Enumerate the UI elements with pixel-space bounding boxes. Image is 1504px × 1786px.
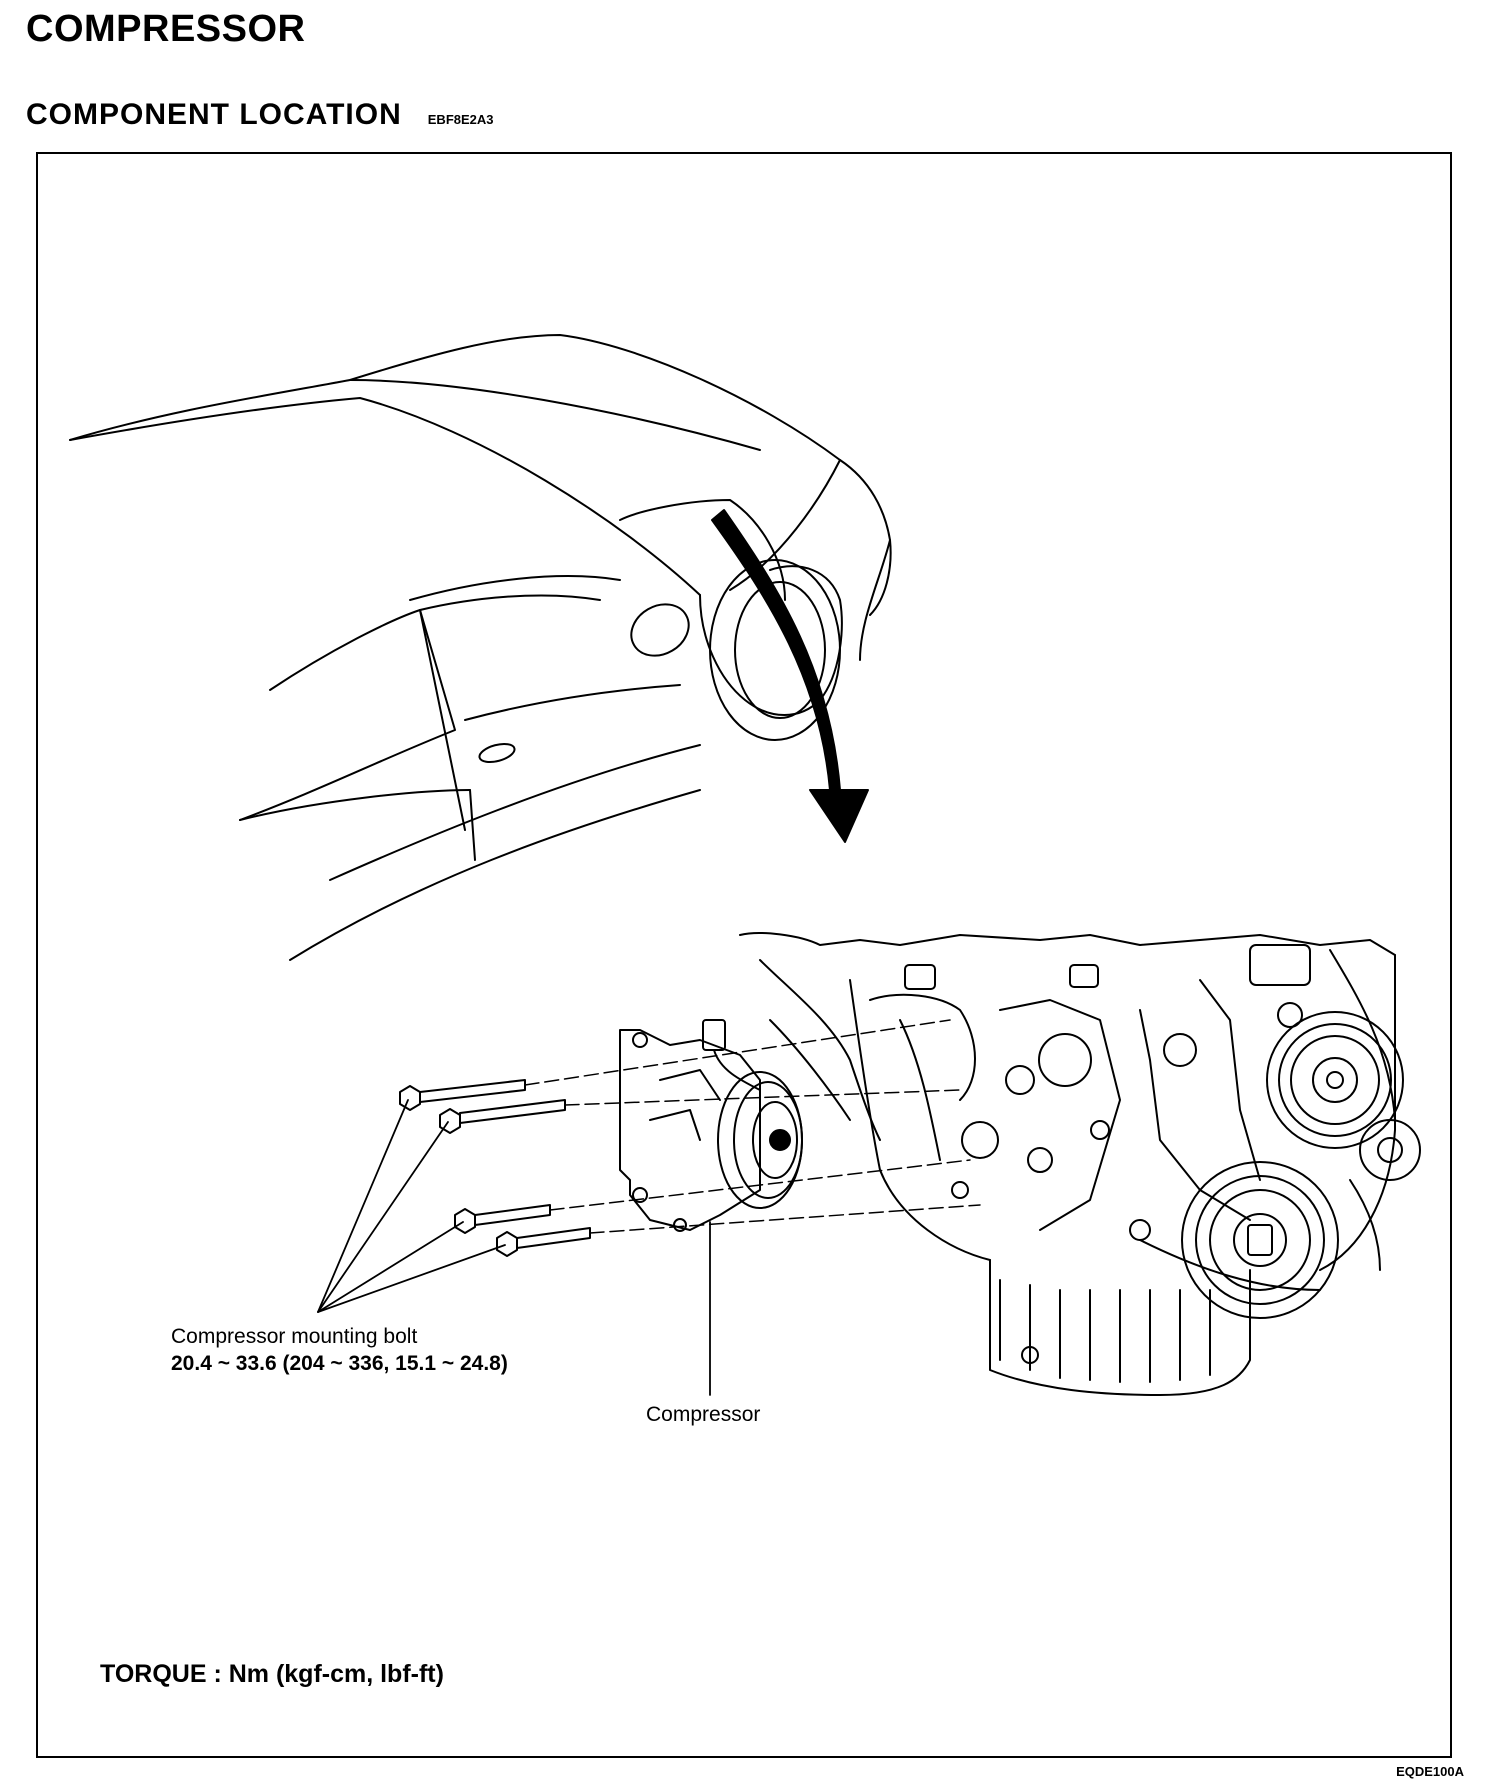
figure-frame (36, 152, 1452, 1758)
page-title: COMPRESSOR (26, 8, 306, 50)
bolt-label: Compressor mounting bolt (171, 1325, 418, 1348)
bolt-icon (454, 1204, 551, 1234)
compressor-label: Compressor (646, 1403, 761, 1426)
bolt-icon (399, 1079, 526, 1111)
document-code: EBF8E2A3 (427, 112, 494, 127)
section-header: COMPONENT LOCATION EBF8E2A3 (26, 98, 494, 132)
bolt-torque-spec: 20.4 ~ 33.6 (204 ~ 336, 15.1 ~ 24.8) (171, 1352, 508, 1375)
car-illustration (69, 334, 892, 961)
engine-illustration (739, 932, 1421, 1396)
alignment-lines (524, 1019, 981, 1234)
compressor-illustration (619, 1019, 803, 1232)
leader-lines (317, 1099, 711, 1396)
bolt-icon (439, 1099, 566, 1134)
mounting-bolts (399, 1079, 591, 1257)
bolt-icon (496, 1227, 591, 1257)
arrow-icon (711, 509, 869, 843)
figure-id: EQDE100A (1396, 1764, 1464, 1779)
torque-unit-note: TORQUE : Nm (kgf-cm, lbf-ft) (100, 1660, 444, 1688)
section-title: COMPONENT LOCATION (26, 98, 402, 131)
